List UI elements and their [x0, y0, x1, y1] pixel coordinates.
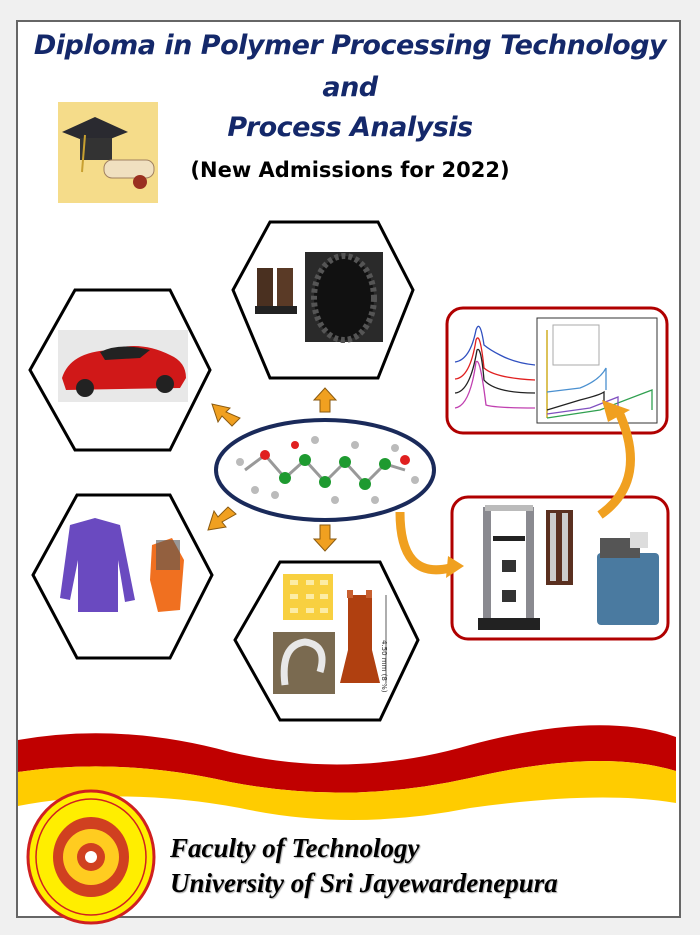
arrow-up-left-icon: [211, 403, 241, 427]
3d-printed-parts-image: [273, 574, 387, 694]
university-name: University of Sri Jayewardenepura: [170, 868, 558, 898]
boots-and-tyres-image: [255, 252, 383, 343]
title-line-3: Process Analysis: [227, 112, 473, 143]
faculty-name: Faculty of Technology: [170, 833, 420, 863]
shirt-and-glove-image: [60, 518, 184, 612]
title-line-1: Diploma in Polymer Processing Technology: [33, 30, 667, 61]
title-line-2: and: [322, 72, 378, 103]
arrow-down-icon: [312, 524, 338, 552]
red-sports-car-image: [58, 330, 188, 402]
testing-instruments-image: [478, 505, 659, 630]
analysis-graphs-image: [454, 317, 658, 424]
curved-arrow-right-icon: [395, 511, 464, 578]
analysis-graphs-panel: [445, 306, 669, 435]
polymer-molecule-image: [214, 418, 436, 522]
admissions-subtitle: (New Admissions for 2022): [190, 158, 510, 182]
university-seal-logo: [26, 789, 156, 925]
curved-arrow-up-icon: [597, 400, 635, 519]
arrow-up-icon: [312, 387, 338, 413]
arrow-down-left-icon: [207, 506, 237, 531]
wave-banner: [18, 725, 676, 820]
specimen-dimension-label: 4.50 mm (8 %): [380, 640, 388, 693]
graduation-cap-image: [58, 102, 158, 203]
